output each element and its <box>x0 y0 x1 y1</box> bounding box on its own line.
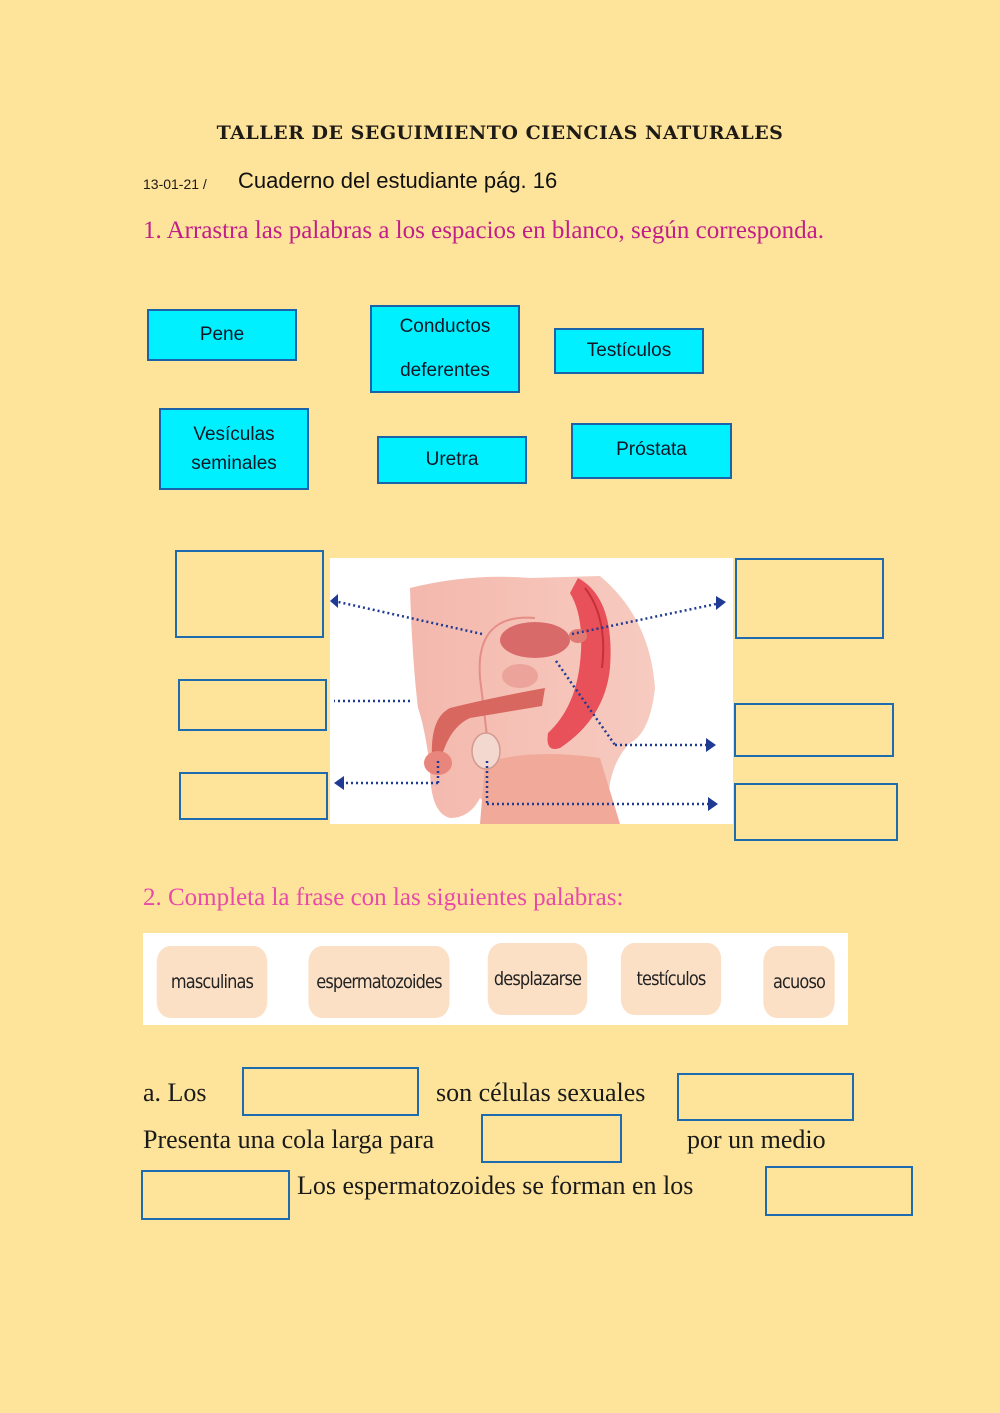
question-2-instruction: 2. Completa la frase con las siguientes … <box>143 884 624 911</box>
sentence-part-5: Los espermatozoides se forman en los <box>297 1171 694 1200</box>
drop-zone-right-middle[interactable] <box>734 703 894 757</box>
sentence-part-3: Presenta una cola larga para <box>143 1125 435 1154</box>
chip-label: Pene <box>199 324 245 346</box>
sentence-part-2: son células sexuales <box>436 1078 646 1107</box>
page-title: TALLER DE SEGUIMIENTO CIENCIAS NATURALES <box>216 122 784 144</box>
sentence-part-4: por un medio <box>687 1125 826 1154</box>
date-label: 13-01-21 / <box>143 176 207 192</box>
chip-vesiculas-seminales[interactable]: Vesículas seminales <box>159 408 309 490</box>
drop-zone-left-bottom[interactable] <box>179 772 328 820</box>
word-testiculos: testículos <box>620 943 722 1015</box>
blank-5[interactable] <box>765 1166 913 1216</box>
chip-prostata[interactable]: Próstata <box>571 423 732 479</box>
chip-testiculos[interactable]: Testículos <box>554 328 704 374</box>
word-bank: masculinas espermatozoides desplazarse t… <box>143 933 848 1025</box>
chip-label: Vesículas seminales <box>191 423 277 474</box>
blank-3[interactable] <box>481 1114 622 1163</box>
word-acuoso: acuoso <box>763 946 835 1018</box>
word-desplazarse: desplazarse <box>487 943 588 1015</box>
chip-label: Próstata <box>616 439 687 460</box>
drop-zone-right-bottom[interactable] <box>734 783 898 841</box>
reproductive-system-diagram <box>330 558 733 824</box>
chip-label: Conductos deferentes <box>399 316 491 381</box>
drop-zone-right-top[interactable] <box>735 558 884 639</box>
blank-1[interactable] <box>242 1067 419 1116</box>
word-espermatozoides: espermatozoides <box>308 946 450 1018</box>
subtitle: Cuaderno del estudiante pág. 16 <box>238 168 558 193</box>
anatomy-illustration-icon <box>330 576 726 824</box>
question-1-instruction: 1. Arrastra las palabras a los espacios … <box>143 217 825 244</box>
drop-zone-left-top[interactable] <box>175 550 324 638</box>
blank-4[interactable] <box>141 1170 290 1220</box>
chip-uretra[interactable]: Uretra <box>377 436 527 484</box>
chip-conductos-deferentes[interactable]: Conductos deferentes <box>370 305 520 393</box>
blank-2[interactable] <box>677 1073 854 1121</box>
chip-label: Testículos <box>586 340 672 362</box>
chip-label: Uretra <box>425 449 479 471</box>
sentence-part-1: a. Los <box>143 1078 207 1107</box>
word-masculinas: masculinas <box>156 946 268 1018</box>
drop-zone-left-middle[interactable] <box>178 679 327 731</box>
chip-pene[interactable]: Pene <box>147 309 297 361</box>
